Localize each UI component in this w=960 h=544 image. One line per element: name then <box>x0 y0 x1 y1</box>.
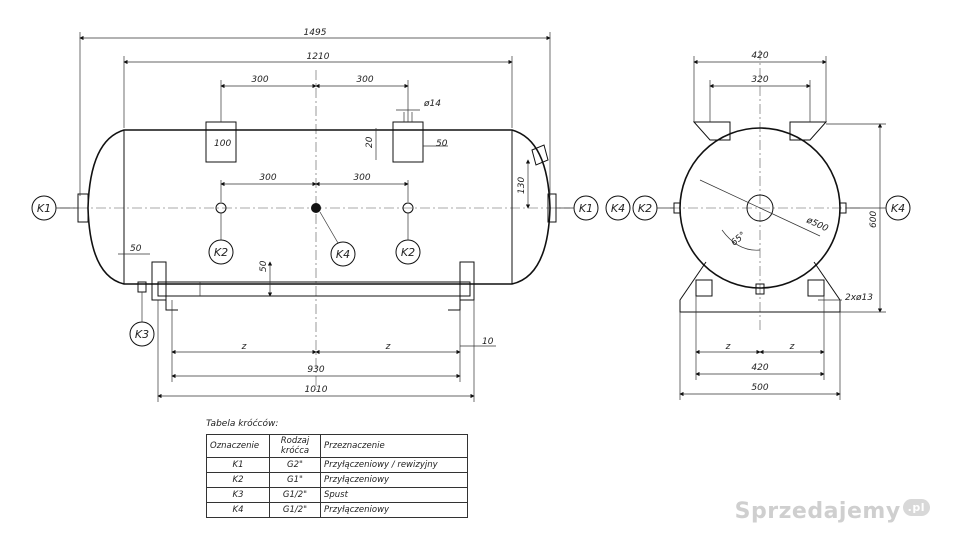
label-k2-end: K2 <box>638 202 652 215</box>
dim-500-bottom: 500 <box>751 383 768 393</box>
table-cell: G2" <box>269 457 321 473</box>
table-header: Rodzaj króćca <box>269 434 321 458</box>
dim-d500: ø500 <box>804 215 830 234</box>
dim-20: 20 <box>365 136 375 148</box>
table-row: K3 G1/2" Spust <box>206 487 468 503</box>
dim-1010: 1010 <box>305 385 328 395</box>
dim-300-top-left: 300 <box>251 75 268 85</box>
dim-d14: ø14 <box>423 99 441 109</box>
table-cell: Przyłączeniowy <box>320 472 468 488</box>
dim-50-rail: 50 <box>259 260 269 272</box>
table-cell: K2 <box>206 472 270 488</box>
dim-420-bottom: 420 <box>751 363 768 373</box>
dim-50-left: 50 <box>130 244 142 254</box>
end-base <box>679 261 841 313</box>
label-k4-end-right: K4 <box>891 202 905 215</box>
dim-930: 930 <box>307 365 324 375</box>
dim-50-top: 50 <box>436 139 448 149</box>
table-row: K4 G1/2" Przyłączeniowy <box>206 502 468 518</box>
end-view: ø500 65° 420 320 600 2xø13 z z 420 500 <box>605 50 911 400</box>
label-k2-right: K2 <box>401 246 415 259</box>
label-k1-right: K1 <box>579 202 593 215</box>
dim-1495: 1495 <box>304 28 327 38</box>
label-k3: K3 <box>135 328 149 341</box>
dim-10: 10 <box>482 337 494 347</box>
dim-300-mid-left: 300 <box>259 173 276 183</box>
table-cell: G1" <box>269 472 321 488</box>
label-k4-center: K4 <box>336 248 350 261</box>
watermark-badge: .pl <box>902 499 930 516</box>
table-cell: K1 <box>206 457 270 473</box>
dim-130: 130 <box>517 177 527 194</box>
dim-300-mid-right: 300 <box>353 173 370 183</box>
table-cell: G1/2" <box>269 487 321 503</box>
table-header: Oznaczenie <box>206 434 270 458</box>
dim-65deg: 65° <box>730 230 749 248</box>
dim-z-left: z <box>241 342 247 352</box>
dim-z-end-left: z <box>725 342 731 352</box>
table-cell: K4 <box>206 502 270 518</box>
k4-fitting-center <box>311 203 321 213</box>
top-nozzle-right <box>392 121 424 163</box>
watermark-text: Sprzedajemy <box>734 499 901 524</box>
table-header: Przeznaczenie <box>320 434 468 458</box>
dim-z-end-right: z <box>789 342 795 352</box>
table-cell: Przyłączeniowy / rewizyjny <box>320 457 468 473</box>
label-k4-end-left: K4 <box>611 202 625 215</box>
table-title: Tabela króćców: <box>206 419 279 429</box>
dim-z-right: z <box>385 342 391 352</box>
table-cell: Przyłączeniowy <box>320 502 468 518</box>
fittings-table: Oznaczenie Rodzaj króćca Przeznaczenie K… <box>206 434 468 518</box>
table-cell: G1/2" <box>269 502 321 518</box>
dim-100: 100 <box>214 139 231 149</box>
side-view: 1495 1210 300 300 ø14 100 20 50 300 300 … <box>31 28 599 402</box>
table-row: K1 G2" Przyłączeniowy / rewizyjny <box>206 457 468 473</box>
dim-1210: 1210 <box>307 52 330 62</box>
watermark: Sprzedajemy.pl <box>735 499 930 524</box>
base-rail <box>157 281 471 297</box>
label-k1-left: K1 <box>37 202 51 215</box>
dim-2x13: 2xø13 <box>845 293 873 303</box>
table-cell: Spust <box>320 487 468 503</box>
label-k2-left: K2 <box>214 246 228 259</box>
table-cell: K3 <box>206 487 270 503</box>
dim-320: 320 <box>751 75 768 85</box>
table-header-row: Oznaczenie Rodzaj króćca Przeznaczenie <box>206 434 468 458</box>
k1-flange <box>746 194 774 222</box>
dim-300-top-right: 300 <box>356 75 373 85</box>
table-row: K2 G1" Przyłączeniowy <box>206 472 468 488</box>
dim-420-top: 420 <box>751 51 768 61</box>
dim-600: 600 <box>869 211 879 228</box>
